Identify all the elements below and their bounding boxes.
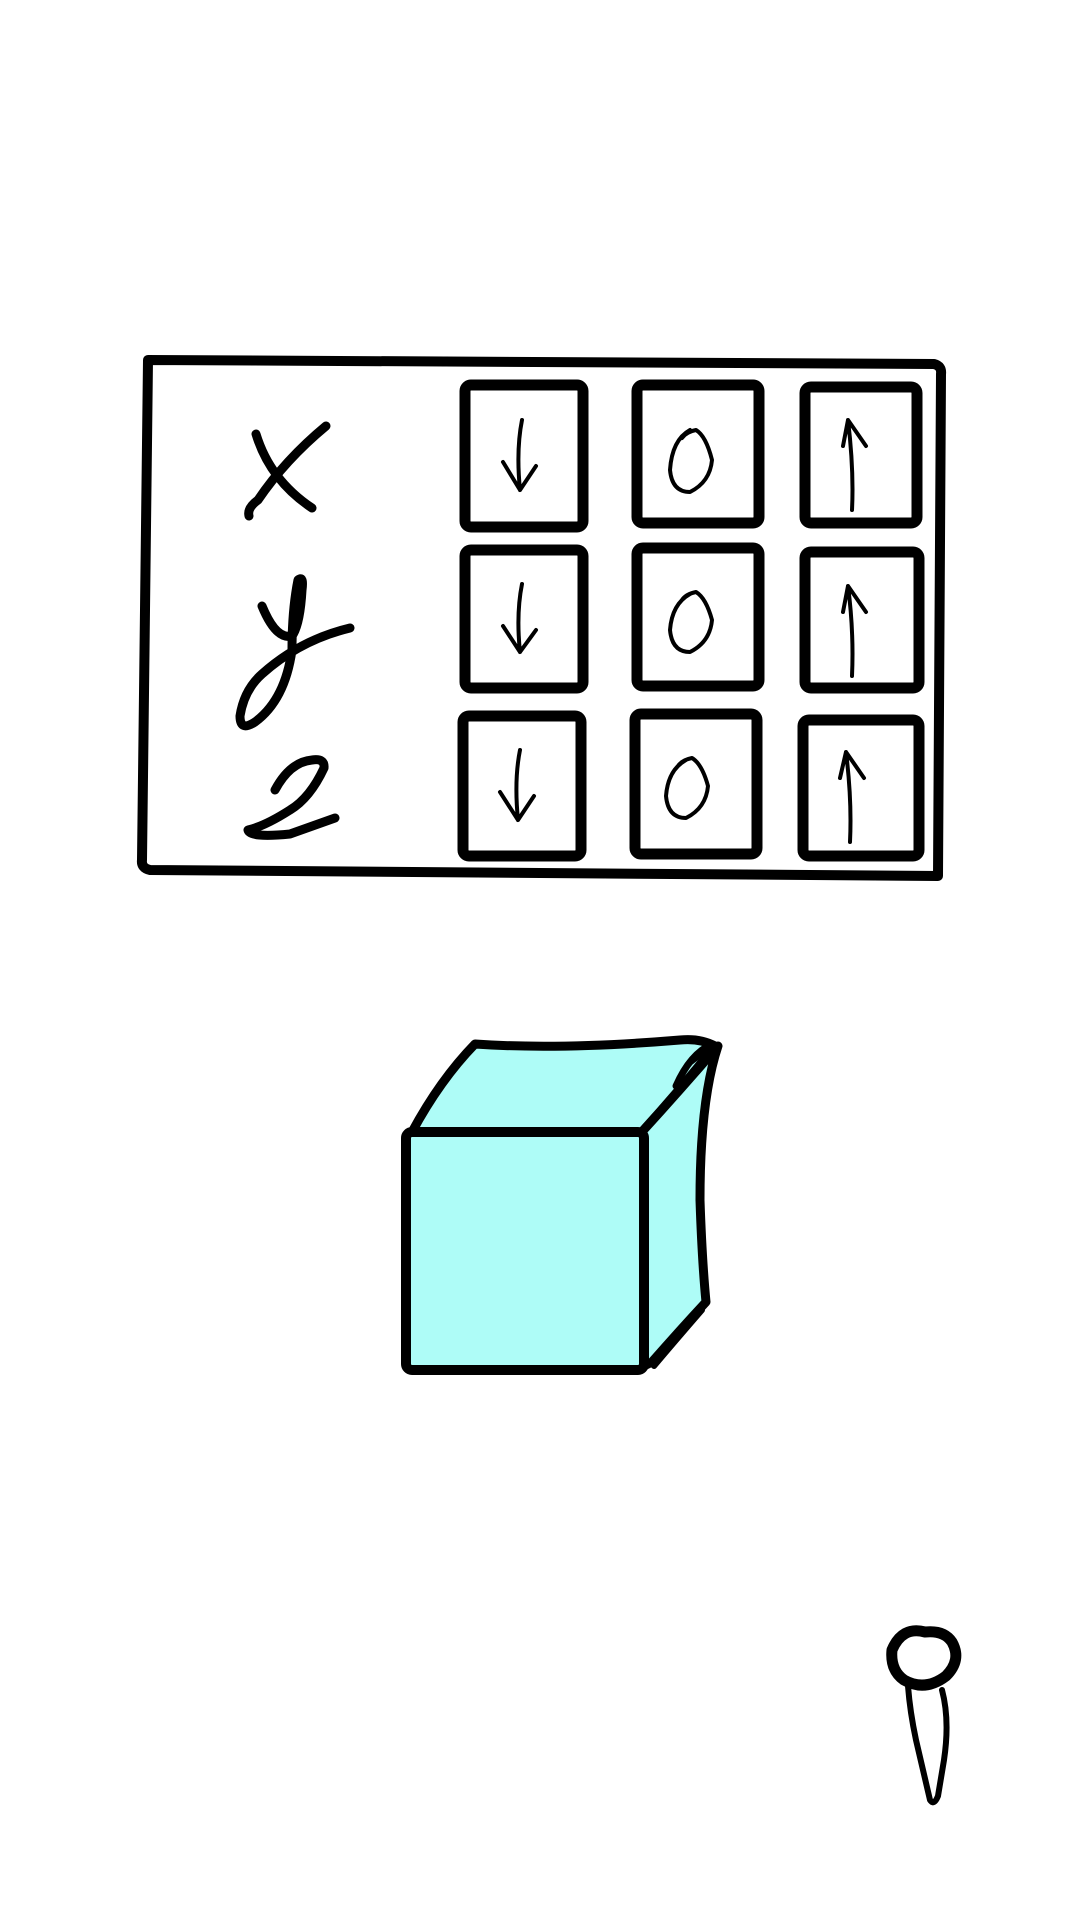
up-arrow-icon (841, 584, 868, 678)
up-arrow-icon (841, 418, 868, 512)
zero-icon (668, 590, 714, 654)
x-reset-button[interactable] (631, 379, 765, 529)
down-arrow-icon (501, 582, 538, 654)
y-increase-button[interactable] (799, 546, 925, 694)
axis-control-panel (136, 355, 947, 881)
axis-label-x (244, 421, 331, 521)
cube-3d[interactable] (401, 1035, 723, 1375)
z-decrease-button[interactable] (457, 710, 587, 862)
x-increase-button[interactable] (799, 381, 923, 529)
y-decrease-button[interactable] (459, 544, 589, 694)
zero-icon (664, 756, 710, 820)
down-arrow-icon (501, 418, 538, 492)
up-arrow-icon (838, 750, 866, 844)
cube-front-face (401, 1127, 649, 1375)
zero-icon (668, 428, 714, 494)
pin-icon[interactable] (886, 1625, 962, 1806)
axis-label-z (243, 755, 340, 840)
axis-label-y (235, 574, 355, 731)
down-arrow-icon (498, 748, 536, 822)
z-reset-button[interactable] (629, 708, 763, 860)
x-decrease-button[interactable] (459, 379, 589, 533)
z-increase-button[interactable] (797, 714, 925, 862)
y-reset-button[interactable] (631, 542, 765, 692)
